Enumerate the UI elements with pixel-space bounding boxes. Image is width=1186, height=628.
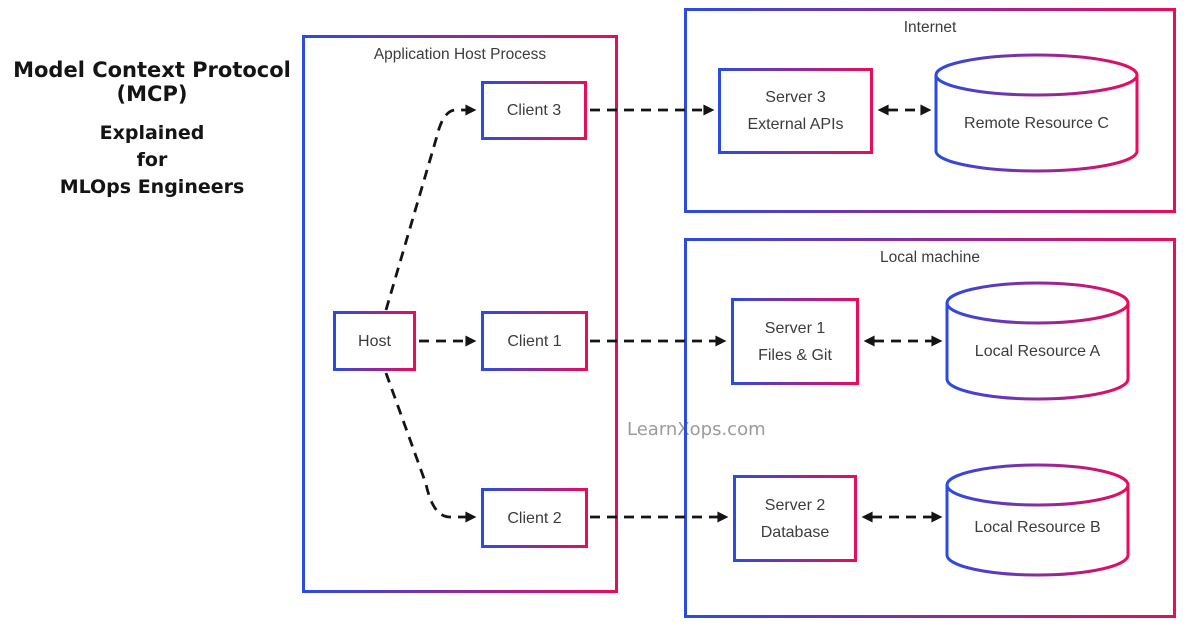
node-host-label: Host (358, 332, 391, 350)
container-local-machine-label: Local machine (880, 249, 980, 266)
node-server-2-line2: Database (760, 523, 830, 541)
title-line-1: Model Context Protocol (MCP) (13, 58, 291, 106)
node-host: Host (333, 311, 416, 371)
title-line-2: Explained (99, 122, 205, 144)
title-line-3: for (136, 149, 168, 171)
node-client-1: Client 1 (481, 311, 588, 371)
diagram-title: Model Context Protocol (MCP) Explained f… (2, 58, 302, 201)
title-line-4: MLOps Engineers (59, 176, 245, 198)
node-server-1: Server 1 Files & Git (731, 298, 859, 385)
node-server-3-line1: Server 3 (765, 89, 826, 106)
node-client-1-label: Client 1 (507, 332, 562, 350)
container-application-host-process-label: Application Host Process (373, 46, 547, 63)
node-server-2-line1: Server 2 (764, 496, 826, 514)
container-internet-label: Internet (903, 19, 957, 36)
node-server-3: Server 3 External APIs (718, 68, 873, 154)
node-server-1-line1: Server 1 (764, 319, 826, 337)
node-client-3-label: Client 3 (506, 102, 562, 119)
node-client-2-label: Client 2 (507, 509, 562, 527)
node-client-2: Client 2 (481, 488, 588, 548)
node-server-1-line2: Files & Git (758, 346, 832, 364)
node-server-2: Server 2 Database (733, 475, 857, 562)
node-server-3-line2: External APIs (747, 116, 844, 133)
node-client-3: Client 3 (481, 81, 587, 140)
